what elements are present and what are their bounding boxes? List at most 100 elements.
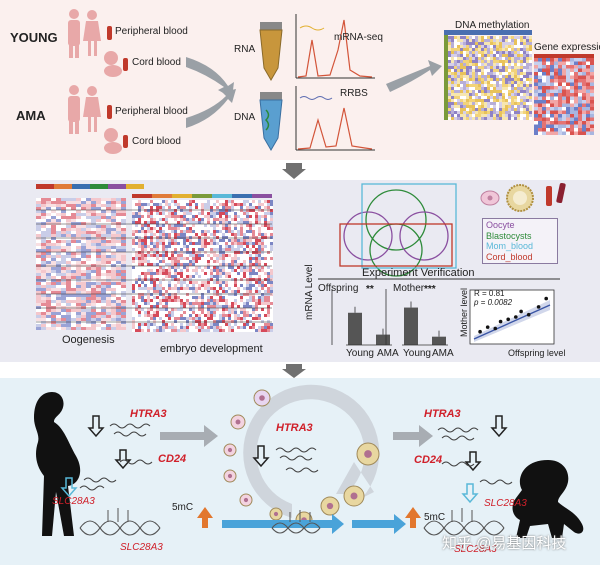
gene-label-slc28a3: SLC28A3 [120, 542, 163, 553]
flow-arrow-icon [352, 514, 406, 534]
blastocyst-icon [506, 184, 534, 212]
methyl-mark-icon [107, 508, 473, 522]
scatter-p-value: p = 0.0082 [474, 298, 513, 307]
baby-icon [104, 51, 122, 77]
arrow-icon [186, 89, 236, 128]
arrow-icon [186, 57, 234, 98]
oocyte-icon [480, 190, 500, 206]
rna-tube-icon [259, 22, 283, 81]
gene-label-cd24: CD24 [158, 453, 187, 465]
panel-sample-sequencing: YOUNG Peripheral blood Cord blood AMA Pe… [0, 0, 600, 160]
gene-label-htra3: HTRA3 [130, 408, 167, 420]
watermark: 知乎 @易基因科技 [442, 535, 567, 552]
gene-expression-heatmap [534, 54, 594, 135]
mrna-seq-plot [295, 14, 375, 79]
blood-tube-icon [107, 26, 112, 40]
dna-helix-icon [79, 520, 505, 536]
blood-tube-icon [556, 182, 566, 204]
baby-icon [104, 128, 122, 154]
bar-category-label: Young [346, 348, 374, 359]
oogenesis-heatmap [36, 184, 144, 330]
rrbs-plot [295, 86, 375, 151]
gene-label-htra3: HTRA3 [424, 408, 461, 420]
bar [404, 307, 418, 345]
scatter-point [536, 305, 541, 309]
sample-label: Cord blood [132, 57, 181, 68]
down-arrow-icon [87, 415, 508, 472]
panel1-graphics [68, 9, 594, 154]
scatter-point [498, 319, 503, 324]
gene-label-slc28a3: SLC28A3 [52, 496, 95, 507]
bar [432, 336, 446, 345]
bar-category-label: AMA [377, 348, 399, 359]
oogenesis-label: Oogenesis [62, 334, 115, 346]
gene-label-cd24: CD24 [414, 454, 443, 466]
scatter-point [526, 312, 531, 317]
legend-item-mom-blood: Mom_blood [486, 241, 534, 251]
legend-item-oocyte: Oocyte [486, 220, 515, 230]
scatter-point [506, 317, 511, 322]
blood-tube-icon [107, 105, 112, 119]
panel2-graphics [36, 182, 566, 346]
arrow-icon [393, 425, 433, 447]
gene-label-htra3: HTRA3 [276, 422, 313, 434]
bar [348, 312, 362, 345]
legend-item-cord-blood: Cord_blood [486, 251, 533, 262]
assay-molecule-label: DNA [234, 112, 256, 123]
young-family-icon [68, 9, 101, 58]
embryo-development-heatmap [36, 194, 273, 332]
arrow-icon [386, 60, 442, 92]
gene-label-slc28a3: SLC28A3 [454, 544, 497, 555]
scatter-point [544, 296, 548, 301]
up-arrow-icon [197, 507, 213, 528]
development-cycle-arrow [243, 384, 380, 518]
down-arrow-icon [282, 364, 306, 378]
panel-mechanism: HTRA3 CD24 SLC28A3 SLC28A3 5mC HTRA3 HTR… [0, 378, 600, 565]
verification-bar-charts [331, 289, 448, 346]
assay-method-label: mRNA-seq [334, 32, 383, 43]
pregnant-woman-icon [34, 392, 81, 536]
blood-tube-icon [546, 186, 552, 206]
blood-tube-icon [123, 135, 128, 148]
panel3-graphics [34, 384, 584, 538]
scatter-ylabel: Mother level [459, 287, 469, 337]
embryo-development-label: embryo development [160, 343, 263, 355]
bar-title-offspring: Offspring [318, 283, 359, 294]
scatter-point [478, 329, 482, 334]
confidence-band [474, 300, 550, 342]
arrow-icon [160, 425, 218, 447]
scatter-point [514, 315, 518, 319]
mrna-transcripts [79, 423, 513, 491]
scatter-r-value: R = 0.81 [474, 289, 505, 298]
scatter-point [493, 326, 498, 331]
fit-line [473, 304, 551, 340]
dna-methylation-heatmap [444, 30, 532, 120]
assay-method-label: RRBS [340, 88, 368, 99]
sample-label: Peripheral blood [115, 26, 188, 37]
methylation-label: 5mC [172, 502, 194, 513]
significance-label: *** [424, 284, 436, 295]
down-arrow-icon [282, 163, 306, 179]
gene-label-slc28a3: SLC28A3 [484, 498, 527, 509]
down-arrow-icon [60, 477, 479, 504]
bar-category-label: AMA [432, 348, 454, 359]
bar-title-mother: Mother [393, 283, 425, 294]
legend-item-blastocysts: Blastocysts [486, 230, 532, 241]
group-label-ama: AMA [16, 108, 46, 123]
scatter-point [519, 309, 523, 314]
significance-label: ** [366, 284, 374, 295]
group-label-young: YOUNG [10, 30, 58, 45]
verification-title: Experiment Verification [362, 267, 475, 279]
bar [376, 334, 390, 345]
sample-legend: Oocyte Blastocysts Mom_blood Cord_blood [482, 218, 558, 264]
heatmap-title-expression: Gene expression [534, 42, 600, 53]
bar-ylabel: mRNA Level [304, 264, 315, 320]
baby-icon [512, 460, 584, 538]
panel-integrated-analysis: Oocyte Blastocysts Mom_blood Cord_blood … [0, 180, 600, 362]
ama-family-icon [68, 85, 101, 134]
scatter-point [485, 325, 490, 329]
scatter-xlabel: Offspring level [508, 348, 566, 358]
assay-molecule-label: RNA [234, 44, 256, 55]
sample-label: Peripheral blood [115, 106, 188, 117]
